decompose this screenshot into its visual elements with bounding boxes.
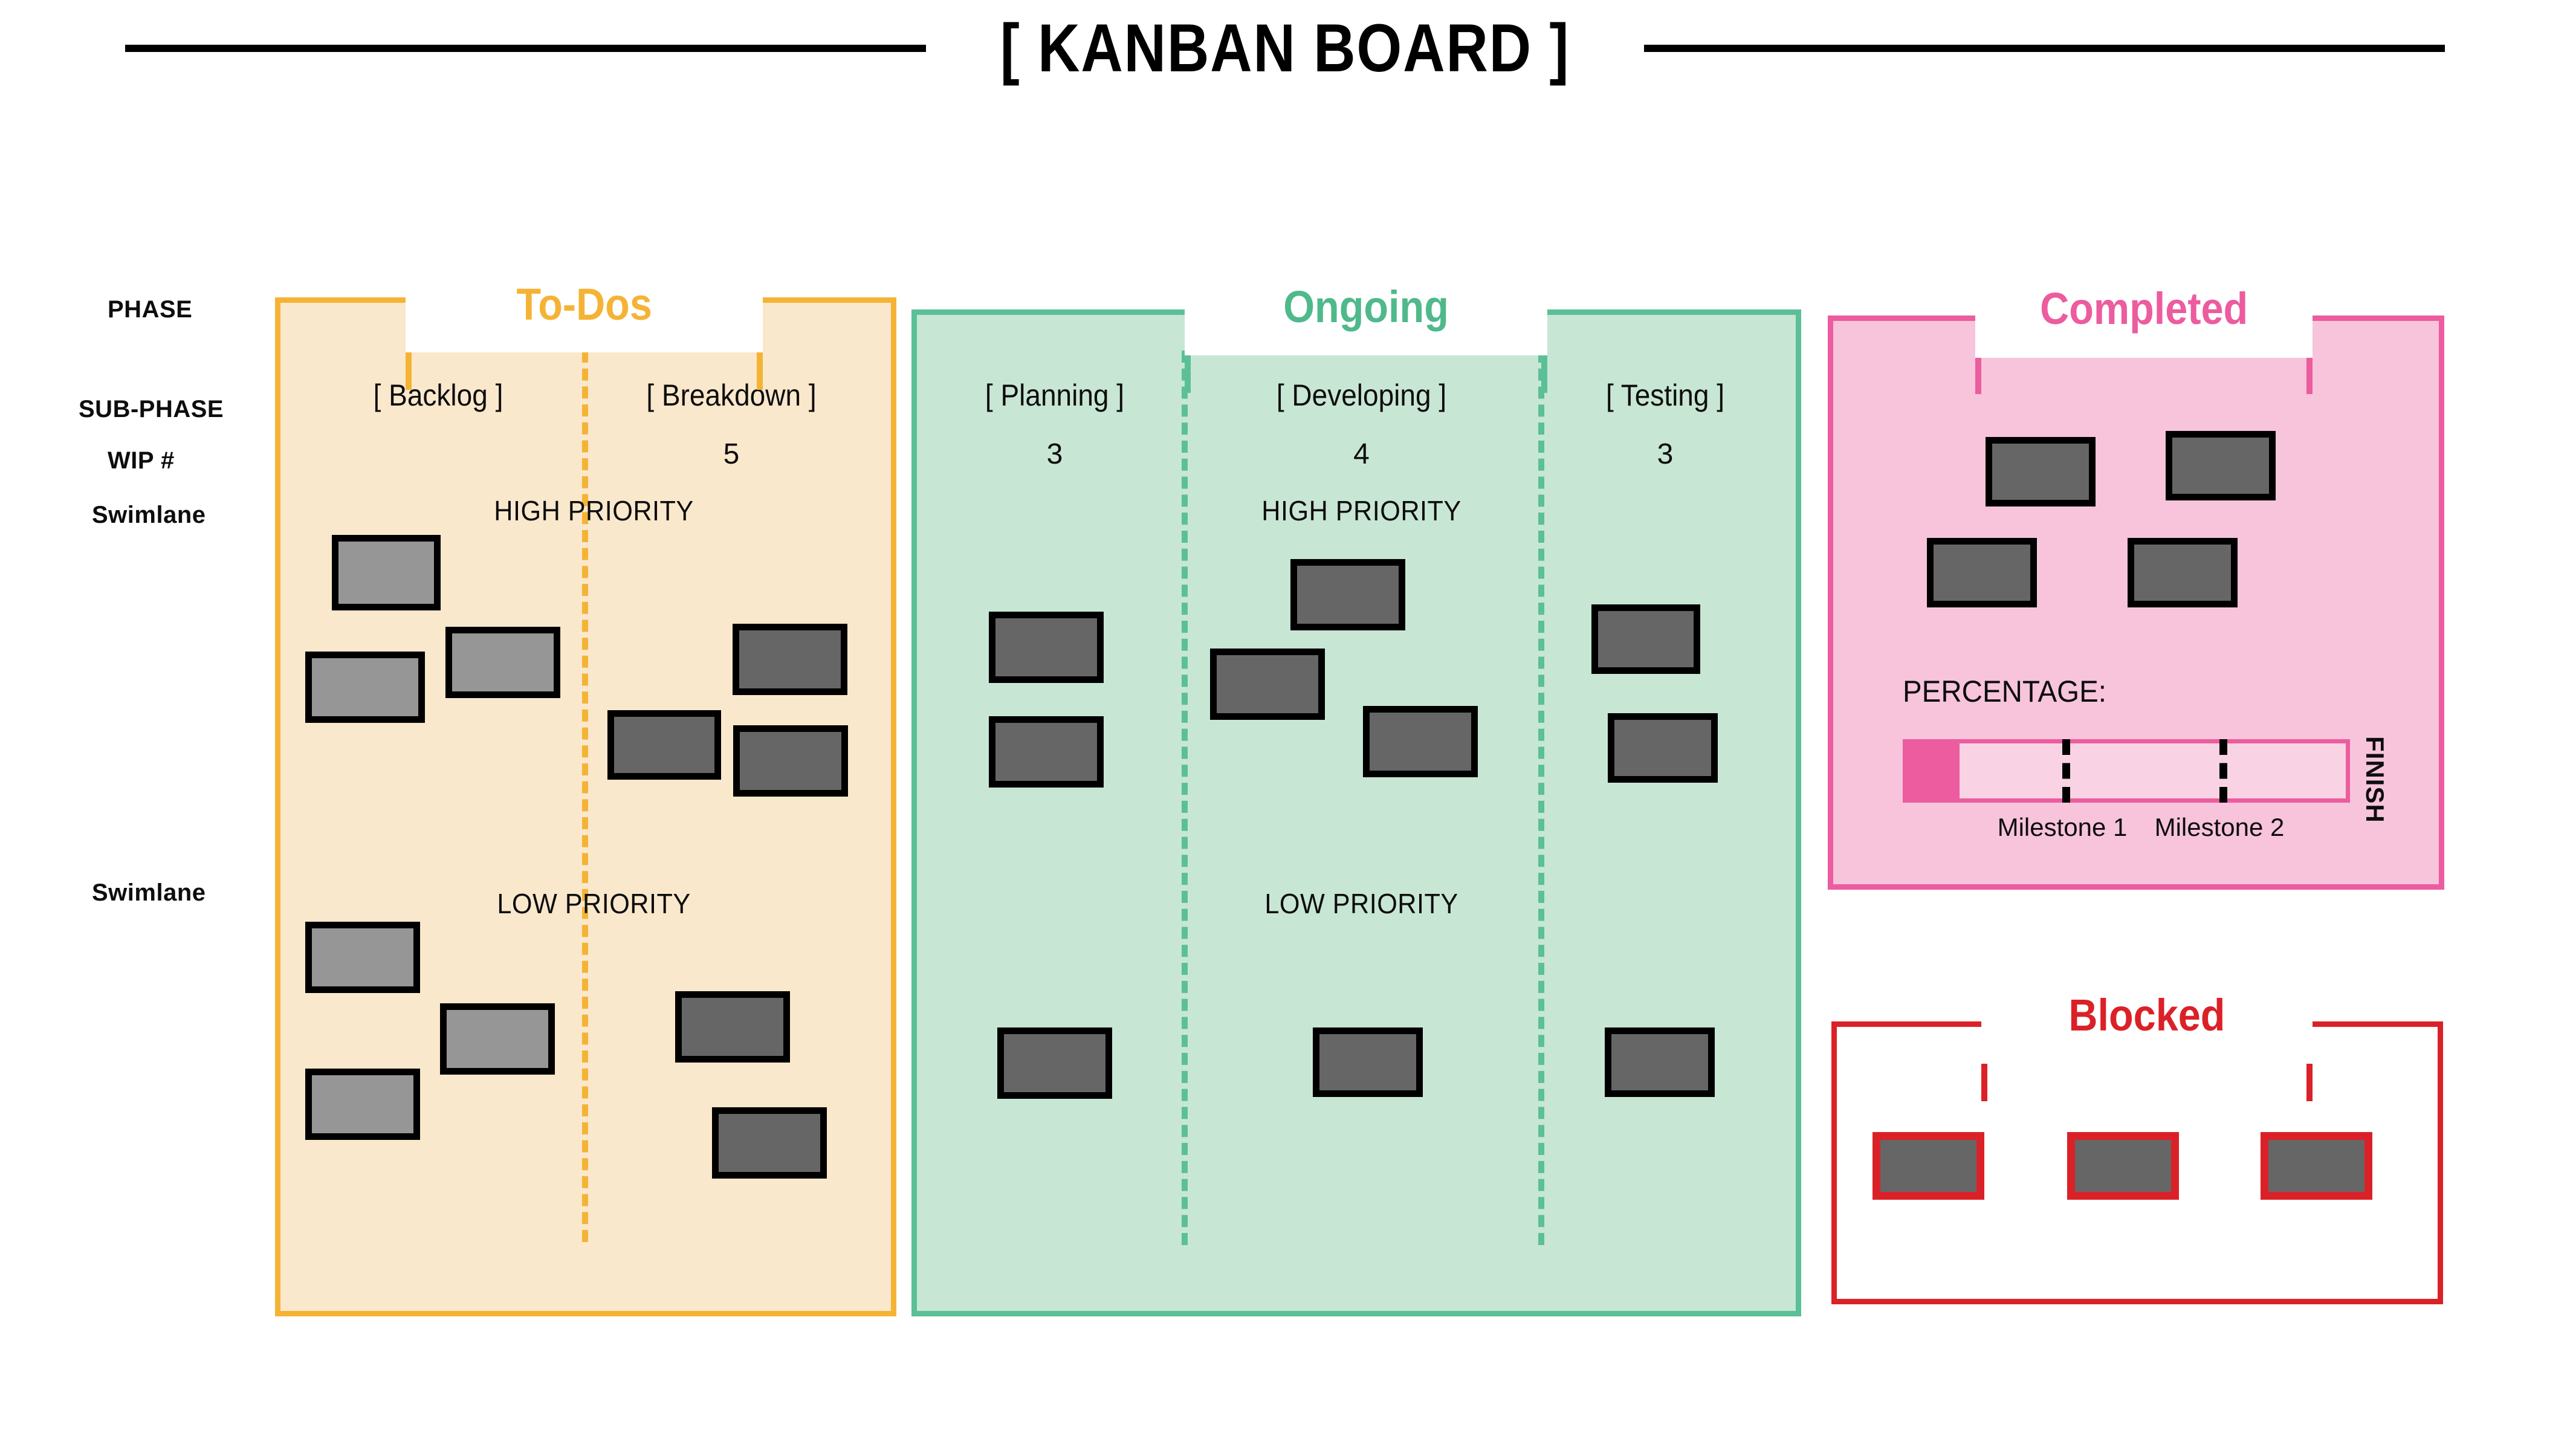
card[interactable]: [332, 535, 441, 610]
phase-header-completed[interactable]: Completed: [1975, 260, 2313, 358]
card[interactable]: [305, 652, 425, 723]
card[interactable]: [1605, 1027, 1715, 1097]
gutter-label-sub-phase: SUB-PHASE: [79, 396, 224, 422]
phase-panel-ongoing[interactable]: [911, 309, 1801, 1316]
card[interactable]: [1210, 649, 1325, 720]
phase-title-blocked: Blocked: [2068, 990, 2225, 1040]
board-title-row: [ KANBAN BOARD ]: [0, 0, 2570, 97]
gutter-label-wip: WIP #: [108, 447, 175, 474]
percentage-label: PERCENTAGE:: [1903, 675, 2106, 708]
card[interactable]: [1290, 559, 1405, 630]
subphase-label-backlog: [ Backlog ]: [373, 378, 503, 412]
card[interactable]: [733, 624, 847, 695]
card[interactable]: [1363, 706, 1478, 777]
card[interactable]: [1872, 1132, 1984, 1200]
wip-count-developing: 4: [1353, 438, 1370, 470]
subphase-label-testing: [ Testing ]: [1605, 378, 1725, 412]
card[interactable]: [1313, 1027, 1423, 1097]
wip-count-planning: 3: [1046, 438, 1063, 470]
card[interactable]: [2128, 538, 2238, 607]
card[interactable]: [305, 1069, 420, 1140]
milestone-1-label: Milestone 1: [1997, 813, 2128, 841]
phase-header-todos[interactable]: To-Dos: [406, 257, 763, 352]
page-title: [ KANBAN BOARD ]: [1000, 10, 1570, 86]
card[interactable]: [675, 991, 790, 1063]
title-rule-left: [125, 45, 927, 52]
subphase-divider-ongoing-2: [1538, 351, 1544, 1245]
card[interactable]: [1986, 437, 2096, 506]
subphase-label-breakdown: [ Breakdown ]: [646, 378, 817, 412]
subphase-divider-ongoing-1: [1182, 351, 1188, 1245]
title-rule-right: [1643, 45, 2445, 52]
phase-header-blocked[interactable]: Blocked: [1981, 967, 2313, 1064]
milestone-2-marker: [2219, 739, 2227, 803]
finish-label: FINISH: [2361, 736, 2389, 823]
card[interactable]: [440, 1003, 555, 1075]
subphase-label-planning: [ Planning ]: [985, 378, 1125, 412]
subphase-label-developing: [ Developing ]: [1276, 378, 1447, 412]
milestone-2-label: Milestone 2: [2154, 813, 2285, 841]
wip-count-testing: 3: [1657, 438, 1674, 470]
phase-title-todos: To-Dos: [516, 279, 652, 329]
swimlane-heading-ongoing-high: HIGH PRIORITY: [1261, 495, 1461, 526]
gutter-label-swimlane-low: Swimlane: [92, 879, 206, 906]
card[interactable]: [2261, 1132, 2372, 1200]
gutter-label-phase: PHASE: [108, 296, 193, 323]
card[interactable]: [989, 612, 1104, 683]
card[interactable]: [1927, 538, 2037, 607]
card[interactable]: [712, 1107, 827, 1179]
phase-header-ongoing[interactable]: Ongoing: [1185, 259, 1547, 355]
percentage-progress-bar[interactable]: [1903, 739, 2350, 803]
gutter-label-swimlane-high: Swimlane: [92, 502, 206, 528]
card[interactable]: [2166, 431, 2276, 500]
wip-count-breakdown: 5: [723, 438, 740, 470]
percentage-progress-fill: [1907, 743, 1960, 798]
swimlane-heading-todos-low: LOW PRIORITY: [497, 888, 691, 919]
milestone-1-marker: [2062, 739, 2070, 803]
card[interactable]: [2067, 1132, 2179, 1200]
card[interactable]: [997, 1027, 1112, 1099]
card[interactable]: [305, 922, 420, 993]
subphase-divider-todos: [582, 351, 588, 1242]
swimlane-heading-ongoing-low: LOW PRIORITY: [1264, 888, 1458, 919]
phase-title-completed: Completed: [2039, 283, 2248, 334]
card[interactable]: [445, 627, 560, 698]
card[interactable]: [1608, 713, 1718, 783]
card[interactable]: [607, 710, 721, 780]
phase-title-ongoing: Ongoing: [1283, 282, 1449, 332]
swimlane-heading-todos-high: HIGH PRIORITY: [494, 495, 694, 526]
card[interactable]: [1591, 604, 1700, 674]
card[interactable]: [989, 716, 1104, 788]
card[interactable]: [733, 725, 848, 797]
